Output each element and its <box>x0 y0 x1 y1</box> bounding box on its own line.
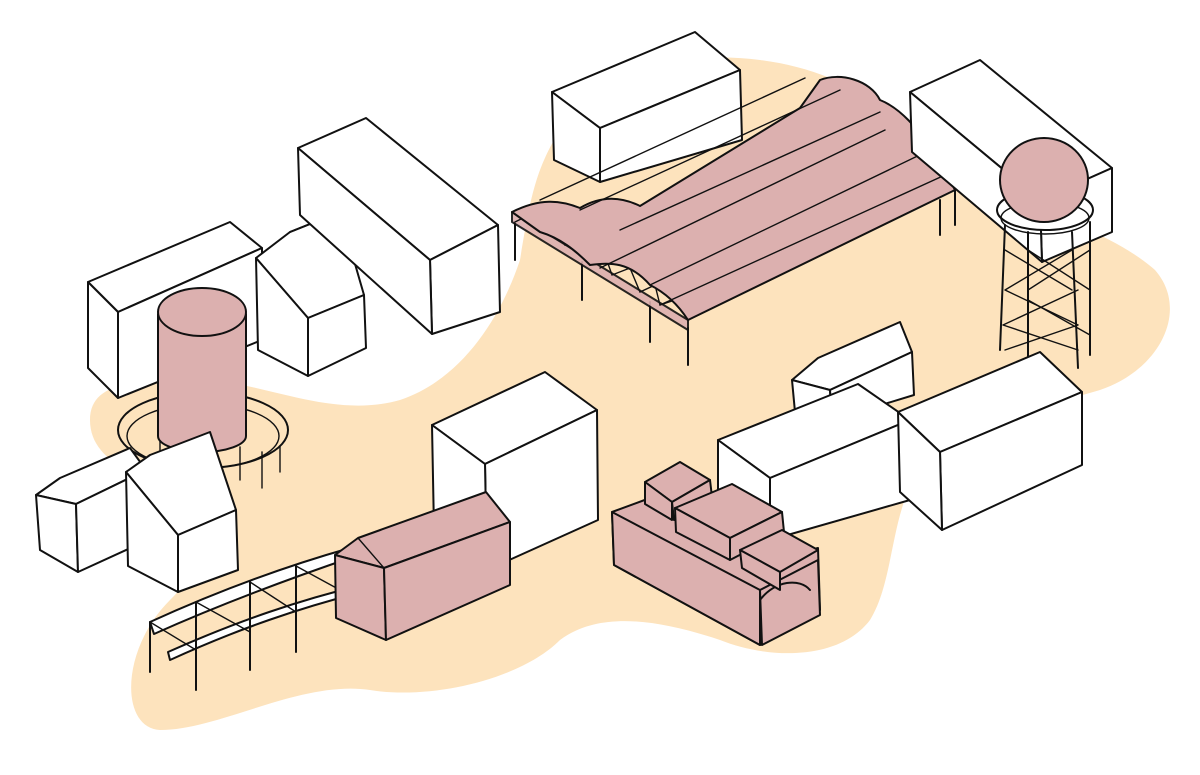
building-left-gable-house <box>125 431 239 593</box>
building-right-small-gable <box>791 321 915 421</box>
building-top-box <box>551 31 743 183</box>
water-tower <box>996 137 1094 369</box>
highlight-hall <box>334 491 511 641</box>
shed-barrel-roof <box>511 75 956 366</box>
building-right-far <box>897 351 1083 531</box>
stepped-block <box>611 461 821 646</box>
building-long-block <box>297 117 501 335</box>
